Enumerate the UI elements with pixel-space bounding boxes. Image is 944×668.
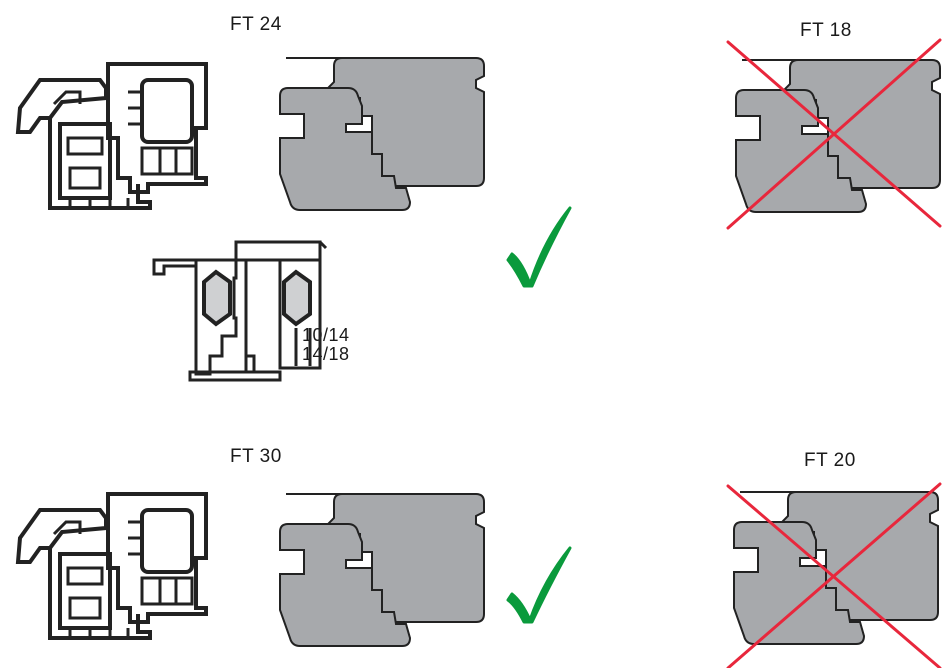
small-profile [152,240,328,382]
ft30-frame-profile [16,492,208,640]
check-icon [506,546,572,624]
cross-icon [726,38,942,230]
ft24-frame-profile [16,62,208,210]
ft24-gasket-profile [279,57,485,211]
label-ft24: FT 24 [230,14,282,35]
ft20-gasket-profile [733,491,939,645]
label-size-a: 10/14 [302,325,350,345]
check-icon [506,206,572,288]
label-ft18: FT 18 [800,20,852,41]
label-ft30: FT 30 [230,446,282,467]
cross-icon [726,482,942,668]
label-ft20: FT 20 [804,450,856,471]
label-size-b: 14/18 [302,344,350,364]
ft30-gasket-profile [279,493,485,647]
